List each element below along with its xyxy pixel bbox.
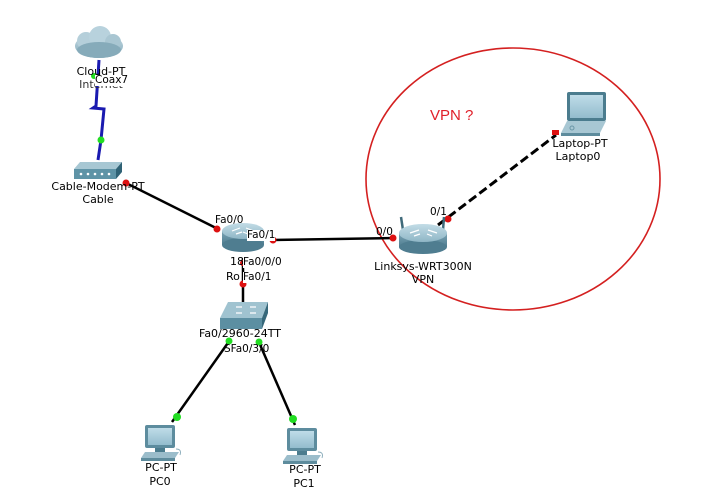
status-dot-down <box>552 130 559 135</box>
laptop-icon[interactable] <box>561 92 606 136</box>
wireless-router-icon[interactable] <box>399 216 447 254</box>
pc0-model-label: PC-PT <box>145 461 177 474</box>
pc-icon[interactable] <box>283 428 323 464</box>
pc1-model-label: PC-PT <box>289 463 321 476</box>
pc-icon[interactable] <box>141 425 181 461</box>
status-dot-down <box>122 179 130 187</box>
switch-icon[interactable] <box>220 302 268 329</box>
laptop-name-label: Laptop0 <box>555 150 601 163</box>
status-dot-up <box>255 338 263 346</box>
status-dot-up <box>173 413 181 421</box>
linksys-port-00-label: 0/0 <box>376 226 393 238</box>
router-port-fa01-label: Fa0/1 <box>247 229 276 241</box>
cloud-port-label: Coax7 <box>95 74 129 86</box>
status-dot-down <box>213 225 221 233</box>
link-router-vpn[interactable] <box>271 236 396 242</box>
link-cable-router[interactable] <box>125 181 219 231</box>
link-switch-pc0[interactable] <box>170 339 232 423</box>
router-port-fa00-label: Fa0/0 <box>215 214 244 226</box>
modem-name-label: Cable <box>82 193 114 206</box>
router-model-label: 18 <box>230 255 244 268</box>
router-port-fa000-label: Fa0/0/0 <box>243 256 282 268</box>
pc1-name-label: PC1 <box>293 477 315 490</box>
link-switch-pc1[interactable] <box>256 339 297 426</box>
cloud-icon[interactable] <box>75 26 123 58</box>
linksys-port-01-label: 0/1 <box>430 206 447 218</box>
status-dot-down <box>444 215 452 223</box>
vpn-zone-ellipse <box>365 47 661 311</box>
switch-model-label: Fa0/2960-24TT <box>199 327 281 340</box>
switch-port-fa01-label: Fa0/1 <box>243 271 272 283</box>
modem-model-label: Cable-Modem-PT <box>51 180 145 193</box>
vpn-annotation[interactable]: VPN ? <box>430 107 474 124</box>
link-wireless-vpn-laptop[interactable] <box>437 133 557 227</box>
pc0-name-label: PC0 <box>149 475 171 488</box>
cable-modem-icon[interactable] <box>74 162 122 179</box>
laptop-model-label: Laptop-PT <box>552 137 608 150</box>
linksys-name-label: VPN <box>411 273 435 286</box>
status-dot-up <box>225 337 233 345</box>
router-name-label: Ro <box>226 270 240 283</box>
status-dot-up <box>97 136 105 144</box>
cloud-model-label: Cloud-PT <box>76 65 126 78</box>
status-dot-down <box>389 234 397 242</box>
linksys-model-label: Linksys-WRT300N <box>374 260 472 273</box>
status-dot-up <box>289 415 297 423</box>
switch-ports-label: SFa0/3/0 <box>224 343 270 355</box>
